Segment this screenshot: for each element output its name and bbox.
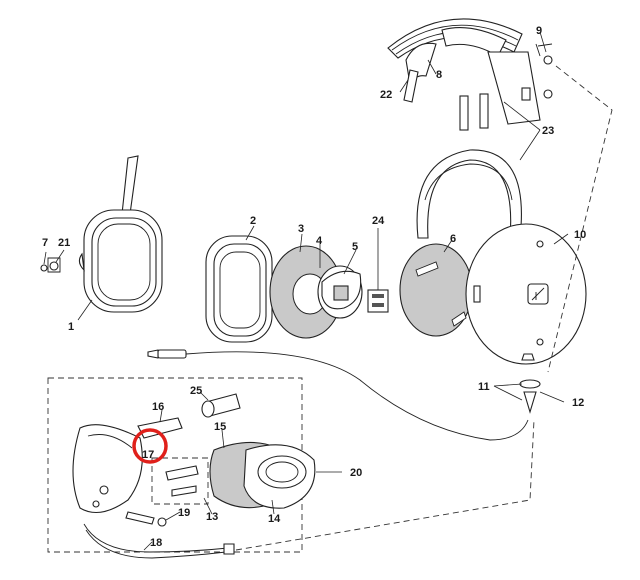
callout-21: 21: [58, 237, 70, 249]
parts-box-13: [151, 457, 209, 505]
callout-2: 2: [250, 215, 256, 227]
ear-cup-right-10: [465, 223, 587, 365]
highlight-circle-17: [132, 428, 168, 464]
callout-24: 24: [372, 215, 385, 227]
callout-15: 15: [214, 421, 226, 433]
callout-3: 3: [298, 223, 304, 235]
headband-pad: [387, 18, 523, 59]
callout-22: 22: [380, 89, 392, 101]
callout-17: 17: [142, 449, 154, 461]
callout-13: 13: [206, 511, 218, 523]
audio-plug: [147, 349, 187, 359]
leader-lines: [43, 31, 569, 551]
mic-cup-housing: [72, 424, 143, 514]
callout-14: 14: [268, 513, 281, 525]
foam-disc-6: [399, 243, 473, 337]
headset-cable: [185, 351, 529, 441]
ear-cushion-14: [243, 444, 316, 509]
screw-9: [535, 43, 553, 99]
callout-7: 7: [42, 237, 48, 249]
screw-19: [125, 511, 167, 527]
plug-25: [201, 393, 241, 418]
assembly-line-right: [547, 65, 613, 373]
callout-4: 4: [316, 235, 323, 247]
connector-24: [367, 289, 389, 313]
callout-19: 19: [178, 507, 190, 519]
callout-11: 11: [478, 381, 490, 393]
callout-25: 25: [190, 385, 202, 397]
callout-5: 5: [352, 241, 358, 253]
speaker-5: [321, 270, 362, 310]
callout-9: 9: [536, 25, 542, 37]
callout-8: 8: [436, 69, 442, 81]
callout-18: 18: [150, 537, 162, 549]
ear-seal-2: [205, 235, 273, 343]
headband-spring: [403, 42, 541, 131]
callout-10: 10: [574, 229, 586, 241]
assembly-line-bottom: [235, 419, 535, 551]
headband-arch: [416, 149, 522, 239]
callout-6: 6: [450, 233, 456, 245]
cable-18: [83, 523, 235, 559]
callout-23: 23: [542, 125, 554, 137]
ear-cup-left: [78, 155, 163, 313]
callout-12: 12: [572, 397, 584, 409]
callout-1: 1: [68, 321, 74, 333]
callout-20: 20: [350, 467, 362, 479]
small-hardware-7-21: [40, 257, 61, 273]
callout-16: 16: [152, 401, 164, 413]
